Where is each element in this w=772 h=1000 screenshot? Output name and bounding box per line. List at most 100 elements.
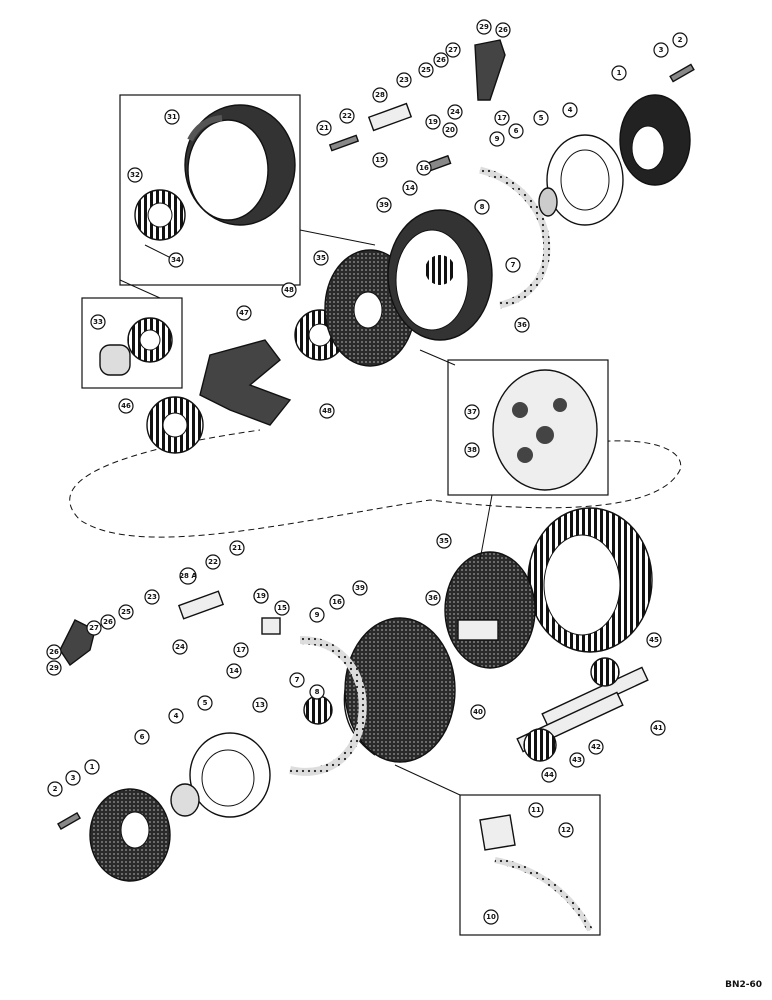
callout-1-upper: 1 [611,65,627,81]
svg-text:41: 41 [653,724,663,732]
svg-text:1: 1 [90,763,95,771]
callout-16-upper: 16 [416,160,432,176]
svg-text:7: 7 [295,676,300,684]
callout-7-lower: 7 [289,672,305,688]
svg-text:28: 28 [375,91,385,99]
svg-text:42: 42 [591,743,601,751]
svg-text:4: 4 [568,106,573,114]
svg-text:37: 37 [467,408,477,416]
svg-text:27: 27 [89,624,99,632]
svg-text:6: 6 [514,127,519,135]
callout-46-upper: 46 [118,398,134,414]
svg-text:8: 8 [315,688,320,696]
brake-drum-39 [387,209,493,341]
callout-47: 47 [236,305,252,321]
svg-text:2: 2 [53,785,58,793]
svg-text:5: 5 [539,114,544,122]
callout-10: 10 [483,909,499,925]
callout-48-upper: 48 [281,282,297,298]
spider-47 [199,339,292,426]
svg-text:40: 40 [473,708,483,716]
svg-text:4: 4 [174,712,179,720]
callout-21-upper: 21 [316,120,332,136]
svg-text:22: 22 [342,112,352,120]
callout-11: 11 [528,802,544,818]
callout-25-lower: 25 [118,604,134,620]
brake-drum-31 [184,104,296,226]
svg-text:45: 45 [649,636,659,644]
ring-gear-45 [527,507,653,653]
callout-8-upper: 8 [474,199,490,215]
callout-23-upper: 23 [396,72,412,88]
callout-4-lower: 4 [168,708,184,724]
brake-band-upper [479,166,551,309]
callout-35-upper: 35 [313,250,329,266]
svg-text:9: 9 [315,611,320,619]
svg-text:16: 16 [419,164,429,172]
callout-29-upper: 29 [476,19,492,35]
callout-8-lower: 8 [309,684,325,700]
carrier-detail-37-38 [492,369,598,491]
callout-3-lower: 3 [65,770,81,786]
svg-text:24: 24 [450,108,460,116]
svg-text:34: 34 [171,256,181,264]
callout-26-lower: 26 [100,614,116,630]
callout-41: 41 [650,720,666,736]
svg-text:19: 19 [428,118,438,126]
callout-48b-upper: 48 [319,403,335,419]
callout-31: 31 [164,109,180,125]
callout-7-upper: 7 [505,257,521,273]
svg-text:24: 24 [175,643,185,651]
callout-4-upper: 4 [562,102,578,118]
figure-reference: BN2-60 [725,980,762,990]
callout-12: 12 [558,822,574,838]
svg-text:13: 13 [255,701,265,709]
callout-45: 45 [646,632,662,648]
lever-arm-lower [59,590,281,667]
svg-text:29: 29 [49,664,59,672]
callout-39-lower: 39 [352,580,368,596]
svg-text:1: 1 [617,69,622,77]
svg-text:21: 21 [232,544,242,552]
svg-text:26: 26 [498,26,508,34]
band-detail-10 [479,814,593,932]
callout-15-upper: 15 [372,152,388,168]
callout-39-upper: 39 [376,197,392,213]
callout-3-upper: 3 [653,42,669,58]
callout-20-upper: 20 [442,122,458,138]
callout-26b-upper: 26 [495,22,511,38]
callout-5-lower: 5 [197,695,213,711]
svg-text:5: 5 [203,699,208,707]
callout-26c-lower: 26 [46,644,62,660]
seal-5 [538,187,558,217]
svg-text:9: 9 [495,135,500,143]
svg-text:14: 14 [229,667,239,675]
callout-28a-lower: 28 A [179,567,197,585]
svg-text:17: 17 [236,646,246,654]
svg-text:35: 35 [316,254,326,262]
bolt-2-lower [57,811,81,831]
callout-17-lower: 17 [233,642,249,658]
callout-19-lower: 19 [253,588,269,604]
callout-34: 34 [168,252,184,268]
bolt-2-upper [669,63,695,83]
callout-24-upper: 24 [447,104,463,120]
svg-text:39: 39 [355,584,365,592]
svg-text:17: 17 [497,114,507,122]
svg-text:23: 23 [147,593,157,601]
svg-text:2: 2 [678,36,683,44]
seal-6-lower [170,783,200,817]
callout-38: 38 [464,442,480,458]
callout-36-upper: 36 [514,317,530,333]
svg-text:47: 47 [239,309,249,317]
svg-text:19: 19 [256,592,266,600]
side-gear-46 [146,396,204,454]
brake-band-lower [289,636,367,776]
callout-16-lower: 16 [329,594,345,610]
svg-text:28 A: 28 A [179,572,197,580]
svg-text:3: 3 [659,46,664,54]
callout-29-lower: 29 [46,660,62,676]
callout-14-lower: 14 [226,663,242,679]
svg-text:36: 36 [428,594,438,602]
